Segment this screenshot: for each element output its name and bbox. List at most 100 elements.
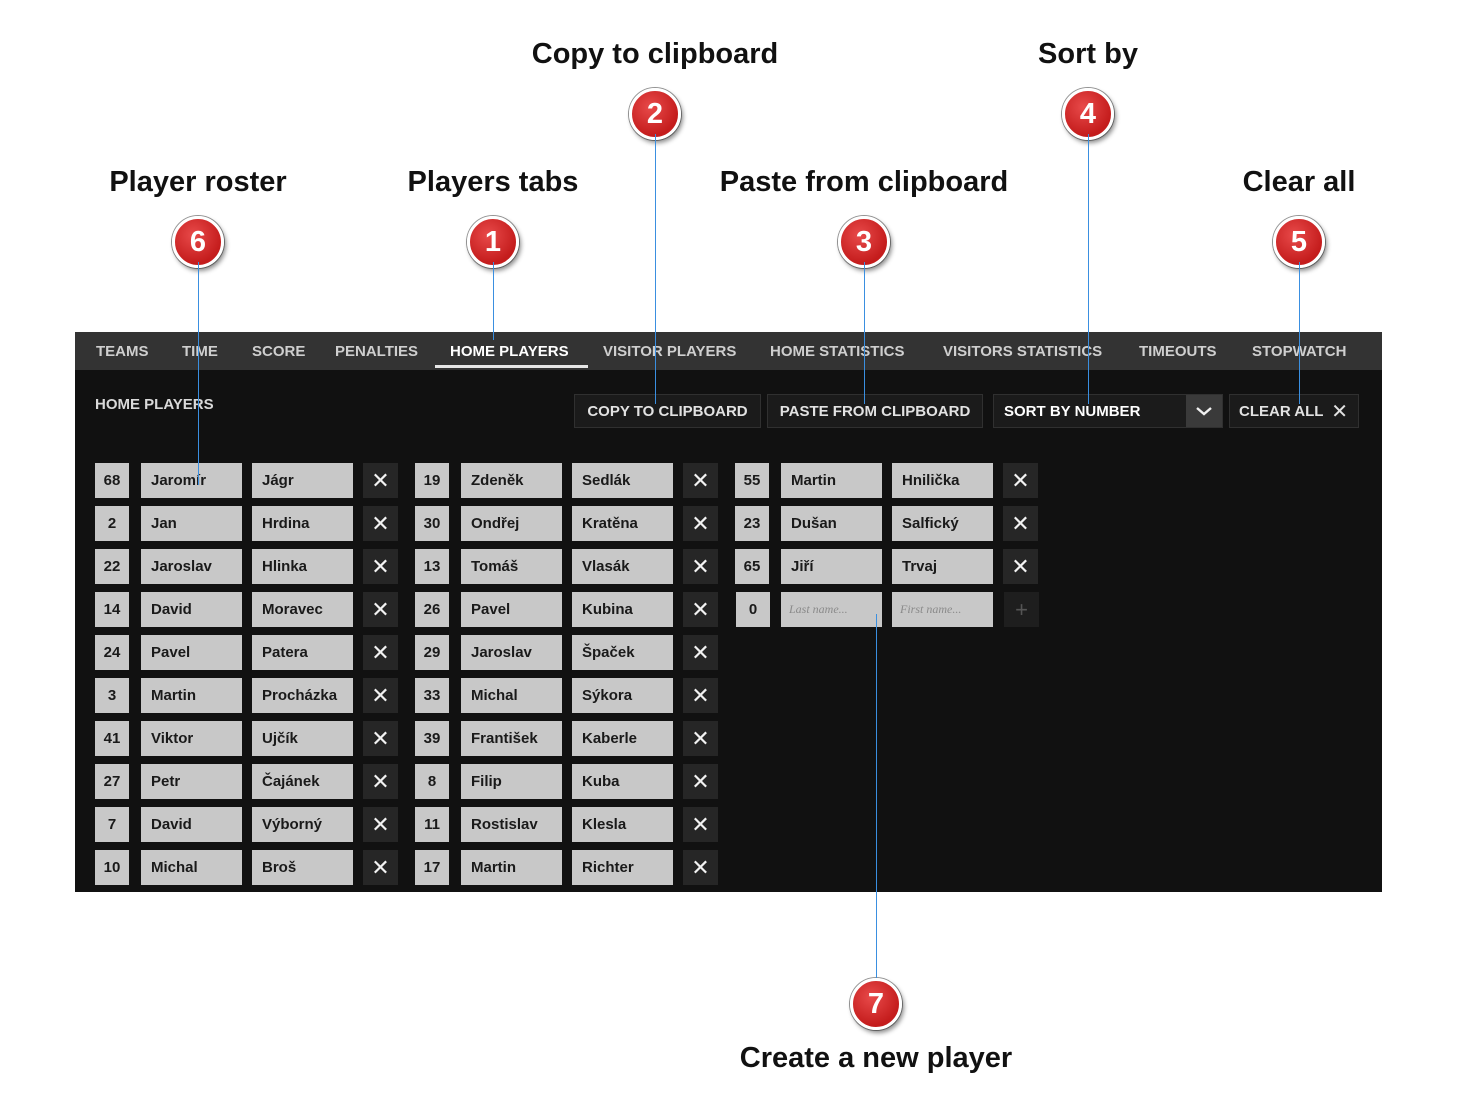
player-number[interactable]: 22 — [95, 549, 129, 584]
delete-player-icon[interactable]: ✕ — [363, 549, 398, 584]
delete-player-icon[interactable]: ✕ — [683, 678, 718, 713]
player-number[interactable]: 55 — [735, 463, 769, 498]
delete-player-icon[interactable]: ✕ — [363, 635, 398, 670]
tab-visitor-players[interactable]: VISITOR PLAYERS — [603, 343, 737, 360]
player-first-name[interactable]: Michal — [141, 850, 242, 885]
delete-player-icon[interactable]: ✕ — [363, 592, 398, 627]
player-last-name[interactable]: Broš — [252, 850, 353, 885]
tab-home-players[interactable]: HOME PLAYERS — [450, 343, 569, 360]
player-number[interactable]: 30 — [415, 506, 449, 541]
player-last-name[interactable]: Kratěna — [572, 506, 673, 541]
first-name-input[interactable] — [892, 592, 993, 627]
player-first-name[interactable]: František — [461, 721, 562, 756]
player-first-name[interactable]: Jan — [141, 506, 242, 541]
copy-to-clipboard-button[interactable]: COPY TO CLIPBOARD — [574, 394, 761, 428]
delete-player-icon[interactable]: ✕ — [363, 764, 398, 799]
player-first-name[interactable]: Michal — [461, 678, 562, 713]
player-last-name[interactable]: Vlasák — [572, 549, 673, 584]
player-first-name[interactable]: Jaroslav — [141, 549, 242, 584]
add-player-icon[interactable]: + — [1004, 592, 1039, 627]
player-number[interactable]: 10 — [95, 850, 129, 885]
player-first-name[interactable]: Viktor — [141, 721, 242, 756]
player-number[interactable]: 19 — [415, 463, 449, 498]
player-number[interactable]: 23 — [735, 506, 769, 541]
delete-player-icon[interactable]: ✕ — [363, 807, 398, 842]
player-last-name[interactable]: Salfický — [892, 506, 993, 541]
player-number[interactable]: 27 — [95, 764, 129, 799]
delete-player-icon[interactable]: ✕ — [363, 678, 398, 713]
delete-player-icon[interactable]: ✕ — [683, 850, 718, 885]
sort-by-select[interactable]: SORT BY NUMBER — [993, 394, 1223, 428]
tab-teams[interactable]: TEAMS — [96, 343, 149, 360]
new-player-number-field[interactable]: 0 — [736, 592, 770, 627]
player-number[interactable]: 11 — [415, 807, 449, 842]
player-first-name[interactable]: David — [141, 807, 242, 842]
player-number[interactable]: 8 — [415, 764, 449, 799]
tab-visitors-statistics[interactable]: VISITORS STATISTICS — [943, 343, 1103, 360]
player-first-name[interactable]: Filip — [461, 764, 562, 799]
player-number[interactable]: 26 — [415, 592, 449, 627]
player-first-name[interactable]: Martin — [461, 850, 562, 885]
player-number[interactable]: 29 — [415, 635, 449, 670]
delete-player-icon[interactable]: ✕ — [683, 721, 718, 756]
player-last-name[interactable]: Trvaj — [892, 549, 993, 584]
player-last-name[interactable]: Procházka — [252, 678, 353, 713]
player-last-name[interactable]: Sýkora — [572, 678, 673, 713]
player-last-name[interactable]: Kuba — [572, 764, 673, 799]
player-last-name[interactable]: Hnilička — [892, 463, 993, 498]
player-first-name[interactable]: Martin — [141, 678, 242, 713]
player-first-name[interactable]: Jaroslav — [461, 635, 562, 670]
delete-player-icon[interactable]: ✕ — [363, 850, 398, 885]
player-last-name[interactable]: Špaček — [572, 635, 673, 670]
delete-player-icon[interactable]: ✕ — [683, 592, 718, 627]
player-number[interactable]: 24 — [95, 635, 129, 670]
clear-all-button[interactable]: CLEAR ALL ✕ — [1229, 394, 1359, 428]
delete-player-icon[interactable]: ✕ — [363, 721, 398, 756]
player-number[interactable]: 7 — [95, 807, 129, 842]
player-first-name[interactable]: Pavel — [461, 592, 562, 627]
tab-timeouts[interactable]: TIMEOUTS — [1139, 343, 1217, 360]
player-first-name[interactable]: Petr — [141, 764, 242, 799]
player-first-name[interactable]: Jaromír — [141, 463, 242, 498]
player-last-name[interactable]: Moravec — [252, 592, 353, 627]
tab-time[interactable]: TIME — [182, 343, 218, 360]
delete-player-icon[interactable]: ✕ — [1003, 463, 1038, 498]
player-first-name[interactable]: David — [141, 592, 242, 627]
player-last-name[interactable]: Ujčík — [252, 721, 353, 756]
player-last-name[interactable]: Kubina — [572, 592, 673, 627]
player-first-name[interactable]: Zdeněk — [461, 463, 562, 498]
tab-score[interactable]: SCORE — [252, 343, 306, 360]
player-last-name[interactable]: Richter — [572, 850, 673, 885]
player-number[interactable]: 39 — [415, 721, 449, 756]
delete-player-icon[interactable]: ✕ — [683, 549, 718, 584]
delete-player-icon[interactable]: ✕ — [683, 463, 718, 498]
player-last-name[interactable]: Jágr — [252, 463, 353, 498]
player-first-name[interactable]: Ondřej — [461, 506, 562, 541]
delete-player-icon[interactable]: ✕ — [363, 506, 398, 541]
player-number[interactable]: 3 — [95, 678, 129, 713]
delete-player-icon[interactable]: ✕ — [683, 506, 718, 541]
chevron-down-icon[interactable] — [1186, 395, 1222, 427]
player-number[interactable]: 2 — [95, 506, 129, 541]
delete-player-icon[interactable]: ✕ — [683, 807, 718, 842]
tab-home-statistics[interactable]: HOME STATISTICS — [770, 343, 905, 360]
player-number[interactable]: 17 — [415, 850, 449, 885]
player-last-name[interactable]: Hlinka — [252, 549, 353, 584]
player-last-name[interactable]: Výborný — [252, 807, 353, 842]
delete-player-icon[interactable]: ✕ — [363, 463, 398, 498]
player-last-name[interactable]: Kaberle — [572, 721, 673, 756]
delete-player-icon[interactable]: ✕ — [1003, 506, 1038, 541]
player-number[interactable]: 13 — [415, 549, 449, 584]
player-last-name[interactable]: Klesla — [572, 807, 673, 842]
player-last-name[interactable]: Hrdina — [252, 506, 353, 541]
paste-from-clipboard-button[interactable]: PASTE FROM CLIPBOARD — [767, 394, 983, 428]
player-number[interactable]: 65 — [735, 549, 769, 584]
player-last-name[interactable]: Sedlák — [572, 463, 673, 498]
tab-penalties[interactable]: PENALTIES — [335, 343, 419, 360]
player-number[interactable]: 14 — [95, 592, 129, 627]
player-first-name[interactable]: Tomáš — [461, 549, 562, 584]
last-name-input[interactable] — [781, 592, 882, 627]
delete-player-icon[interactable]: ✕ — [683, 764, 718, 799]
player-first-name[interactable]: Dušan — [781, 506, 882, 541]
player-last-name[interactable]: Patera — [252, 635, 353, 670]
